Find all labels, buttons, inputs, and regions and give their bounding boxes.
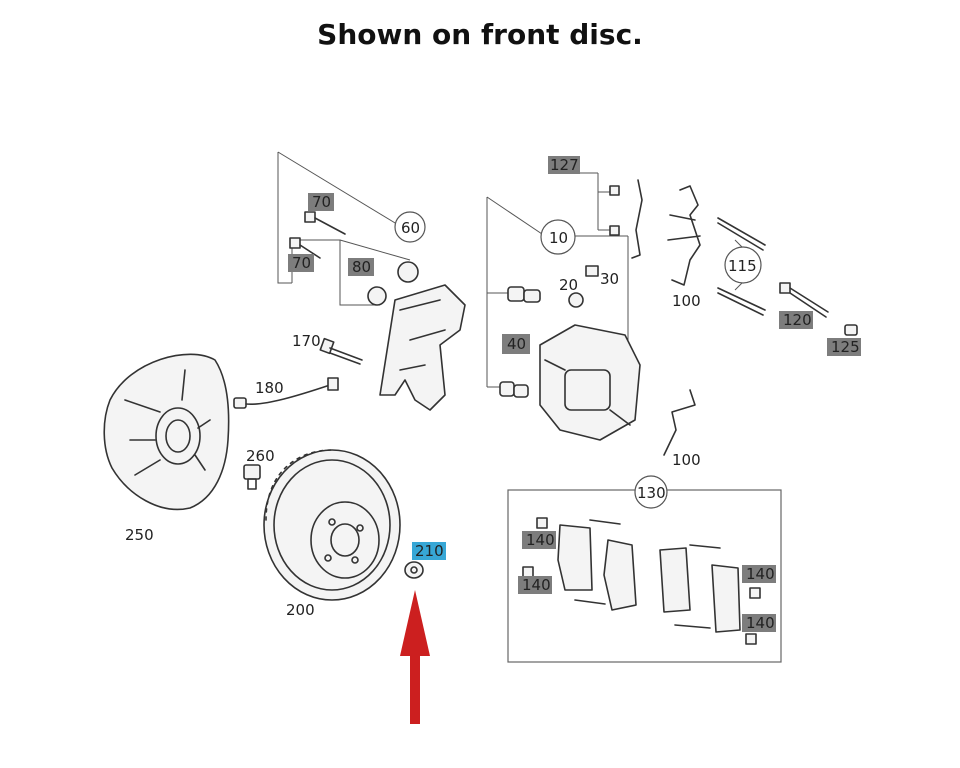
label-100-lower: 100: [672, 451, 701, 469]
label-130: 130: [637, 484, 666, 502]
label-210: 210: [415, 542, 444, 560]
label-70-top: 70: [312, 193, 331, 211]
label-30: 30: [600, 270, 619, 288]
brake-pad-kit: [507, 489, 782, 663]
label-140-a: 140: [526, 531, 555, 549]
label-120: 120: [783, 311, 812, 329]
label-20: 20: [559, 276, 578, 294]
pad-spring-100-lower: [663, 389, 696, 456]
bolt-125: [844, 324, 858, 336]
label-80: 80: [352, 258, 371, 276]
label-backgrounds: [288, 156, 861, 632]
brake-disc: [263, 449, 401, 601]
label-60: 60: [401, 219, 420, 237]
label-115: 115: [728, 257, 757, 275]
guide-bolts-70: [289, 211, 346, 259]
label-140-b: 140: [522, 576, 551, 594]
bolt-120: [779, 282, 829, 318]
caliper-carrier-bracket-lines: [277, 151, 411, 306]
label-70-bottom: 70: [292, 254, 311, 272]
spring-clips-127: [609, 179, 643, 259]
caliper-carrier: [367, 261, 466, 411]
label-170: 170: [292, 332, 321, 350]
caliper-body: [539, 265, 641, 441]
screw-210: [404, 561, 424, 579]
label-260: 260: [246, 447, 275, 465]
label-200: 200: [286, 601, 315, 619]
label-10: 10: [549, 229, 568, 247]
pistons-40: [499, 286, 541, 398]
bolt-260: [243, 464, 261, 490]
red-arrow: [400, 590, 430, 724]
label-180: 180: [255, 379, 284, 397]
label-40: 40: [507, 335, 526, 353]
label-250: 250: [125, 526, 154, 544]
label-140-c: 140: [746, 565, 775, 583]
bolt-170: [319, 337, 363, 365]
dust-shield: [103, 353, 230, 511]
label-140-d: 140: [746, 614, 775, 632]
pad-spring-100-upper: [667, 185, 701, 286]
label-127: 127: [550, 156, 579, 174]
wear-sensor-cable: [233, 377, 339, 409]
label-125: 125: [831, 338, 860, 356]
part-labels: 70 70 60 80 127 10 20 30 115 100 120 125…: [125, 156, 860, 632]
guide-pins-115: [717, 217, 766, 316]
diagram-title: Shown on front disc.: [317, 18, 643, 51]
label-100-upper: 100: [672, 292, 701, 310]
